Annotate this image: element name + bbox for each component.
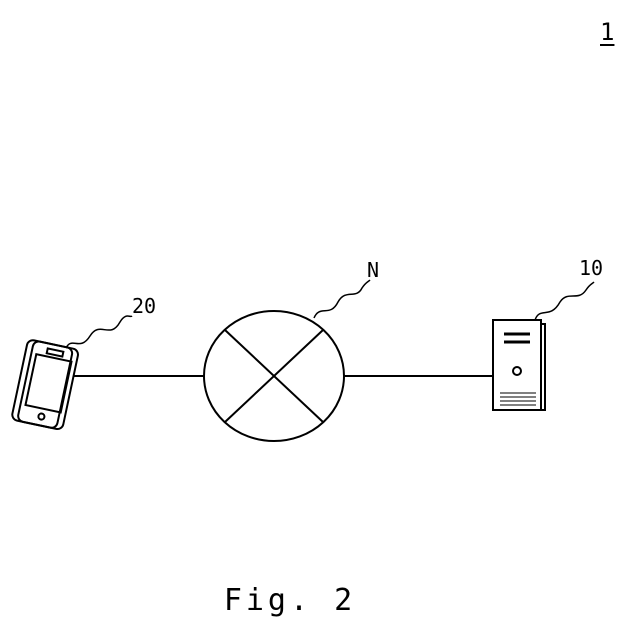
- leader-line-network: [314, 280, 370, 318]
- network-cross-icon: [204, 311, 344, 441]
- network-reference-label: N: [367, 260, 379, 280]
- smartphone-icon: [11, 339, 79, 430]
- leader-line-terminal: [66, 316, 132, 348]
- server-reference-label: 10: [579, 258, 603, 278]
- terminal-reference-label: 20: [132, 296, 156, 316]
- system-reference-label: 1: [600, 20, 614, 44]
- figure-caption: Fig. 2: [0, 586, 580, 616]
- server-tower-icon: [493, 320, 545, 410]
- leader-line-server: [535, 282, 594, 320]
